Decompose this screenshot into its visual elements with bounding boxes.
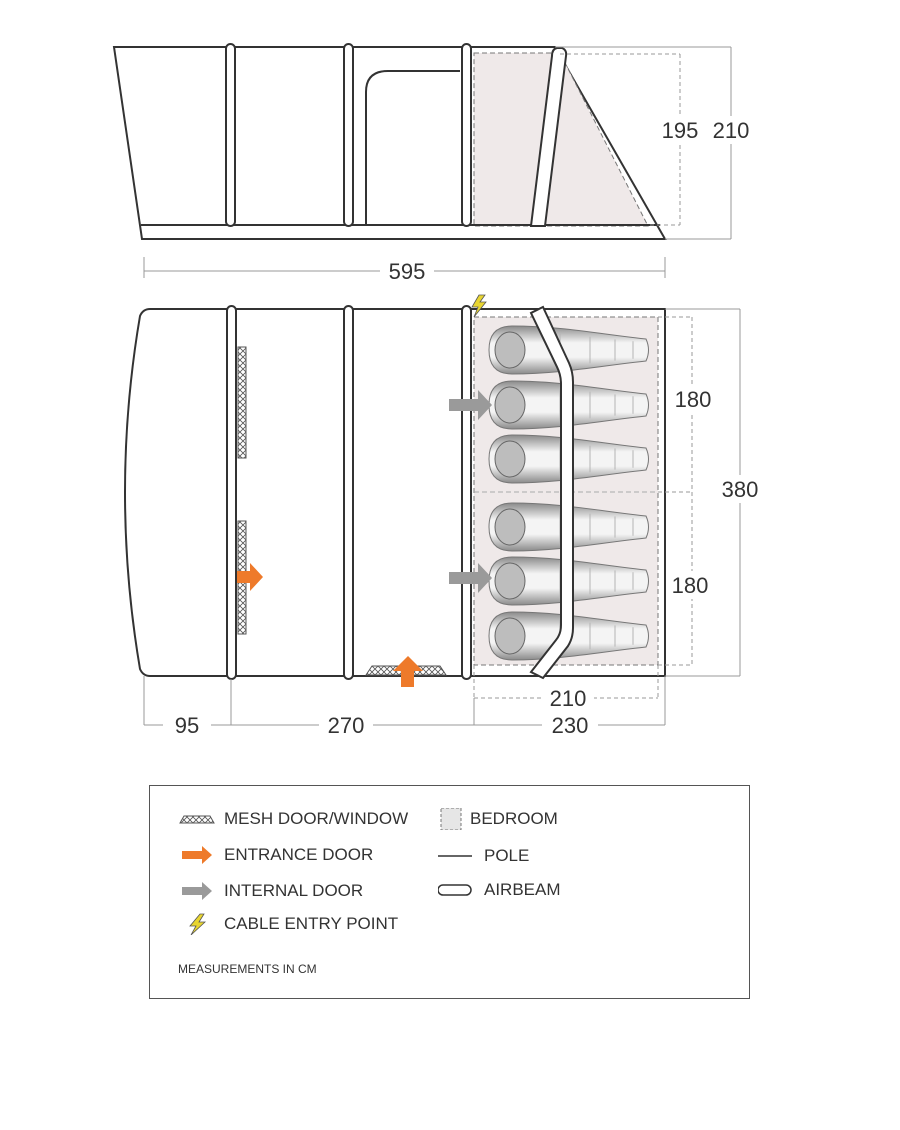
- side-beam-2: [343, 43, 354, 227]
- porch-depth-label: 95: [175, 713, 199, 738]
- legend-label-internal: INTERNAL DOOR: [224, 881, 364, 900]
- floor-beam-3: [461, 305, 472, 680]
- side-bedroom-height-label: 195: [662, 118, 699, 143]
- internal-door-arrow-upper: [449, 390, 492, 420]
- legend-label-airbeam: AIRBEAM: [484, 880, 561, 899]
- overall-length-dimension: 595: [143, 257, 666, 284]
- floor-beam-2: [343, 305, 354, 680]
- legend-item-mesh: MESH DOOR/WINDOW: [178, 808, 408, 830]
- legend-item-bedroom: BEDROOM: [438, 807, 558, 831]
- floor-plan: 180 180 380 210 95 270 230: [124, 294, 766, 738]
- floor-beam-1: [226, 305, 237, 680]
- mesh-window-upper: [237, 346, 247, 459]
- legend-item-entrance: ENTRANCE DOOR: [178, 844, 373, 866]
- living-length-label: 270: [328, 713, 365, 738]
- legend-item-airbeam: AIRBEAM: [437, 879, 561, 901]
- bedroom-icon: [438, 807, 476, 831]
- side-window: [365, 70, 460, 225]
- tent-diagram: 195 210 595: [112, 43, 766, 738]
- side-beam-3: [461, 43, 472, 227]
- entrance-arrow-front: [393, 656, 423, 687]
- legend-label-bedroom: BEDROOM: [470, 809, 558, 828]
- legend-label-mesh: MESH DOOR/WINDOW: [224, 809, 409, 828]
- legend-label-cable: CABLE ENTRY POINT: [224, 914, 399, 933]
- legend-label-pole: POLE: [484, 846, 530, 865]
- overall-length-label: 595: [389, 259, 426, 284]
- bedroom-depth-upper-label: 180: [675, 387, 712, 412]
- mesh-icon: [178, 808, 216, 830]
- legend-item-cable: CABLE ENTRY POINT: [178, 913, 399, 936]
- legend-label-entrance: ENTRANCE DOOR: [224, 845, 374, 864]
- bedroom-depth-lower-label: 180: [672, 573, 709, 598]
- legend: MESH DOOR/WINDOW BEDROOM ENTRANCE DOOR P…: [149, 785, 750, 999]
- internal-door-arrow-lower: [449, 563, 492, 593]
- airbeam-icon: [437, 879, 476, 901]
- side-elevation: 195 210: [112, 43, 756, 240]
- lightning-icon: [178, 913, 216, 936]
- legend-item-internal: INTERNAL DOOR: [178, 880, 363, 902]
- entrance-arrow-side: [237, 563, 263, 591]
- measurements-note: MEASUREMENTS IN CM: [178, 962, 317, 976]
- bedroom-pole: [529, 305, 574, 680]
- overall-width-label: 380: [722, 477, 759, 502]
- entrance-arrow-icon: [178, 844, 216, 866]
- pole-icon: [438, 845, 476, 867]
- side-total-height-label: 210: [713, 118, 750, 143]
- legend-item-pole: POLE: [438, 845, 529, 867]
- bedroom-width-label: 210: [550, 686, 587, 711]
- side-beam-1: [225, 43, 236, 227]
- cable-entry-lightning-icon: [471, 294, 487, 318]
- internal-arrow-icon: [178, 880, 216, 902]
- side-beam-4: [529, 47, 568, 227]
- inner-length-label: 230: [552, 713, 589, 738]
